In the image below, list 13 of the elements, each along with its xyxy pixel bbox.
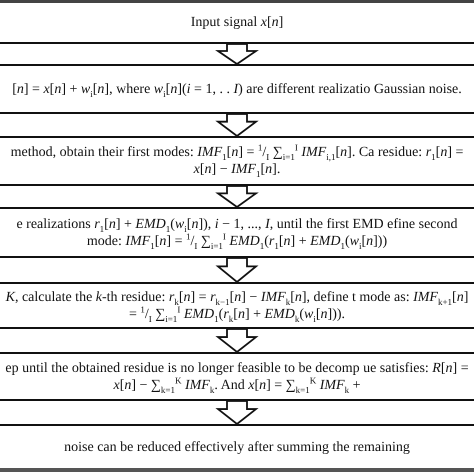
block-arrow [215,328,259,354]
step-text: K, calculate the k-th residue: r$_{k}$[n] = r$_{k−1}$[n] − IMF$_{k}$[n], define t mode as: IMF$_{k+1}$[n] = $^{1}$/$_{I}$ ∑$_{i=1}$$^{I}$ EMD$_{1}$(r$_{k}$[n] + EMD$_{k}$(w$_{i}$[n])). [4,288,470,322]
step-text: [n] = x[n] + w$_{i}$[n], where w$_{i}$[n](i = 1, . . I) are different realizatio Gaussian noise. [11,80,463,98]
step-text: e realizations r$_{1}$[n] + EMD$_{1}$(w$_{i}$[n]), i − 1, ..., I, until the first EMD efine second mode: IMF$_{1}$[n] = $^{1}$/$_{I}$ ∑$_{i=1}$$^{I}$ EMD$_{1}$(r$_{1}$[n] + EMD$_{1}$(w$_{i}$[n])) [15,216,459,250]
block-arrow [215,113,259,138]
block-arrow [215,43,259,66]
step-text: Input signal x[n] [190,14,284,31]
block-arrow [215,185,259,208]
step-text: noise can be reduced effectively after summing the remaining [63,438,411,456]
block-arrow [215,257,259,284]
step-text: method, obtain their first modes: IMF$_{1}$[n] = $^{1}$/$_{I}$ ∑$_{i=1}$$^{I}$ IMF$_{i,1}$[n]. Ca residue: r$_{1}$[n] = x[n] − IMF$_{1}$[n]. [10,144,464,178]
block-arrow [215,400,259,426]
step-text: ep until the obtained residue is no longer feasible to be decomp ue satisfies: R[n] = x[n] − ∑$_{k=1}$$^{K}$ IMF$_{k}$. And x[n] = ∑$_{k=1}$$^{K}$ IMF$_{k}$ + [4,360,470,394]
